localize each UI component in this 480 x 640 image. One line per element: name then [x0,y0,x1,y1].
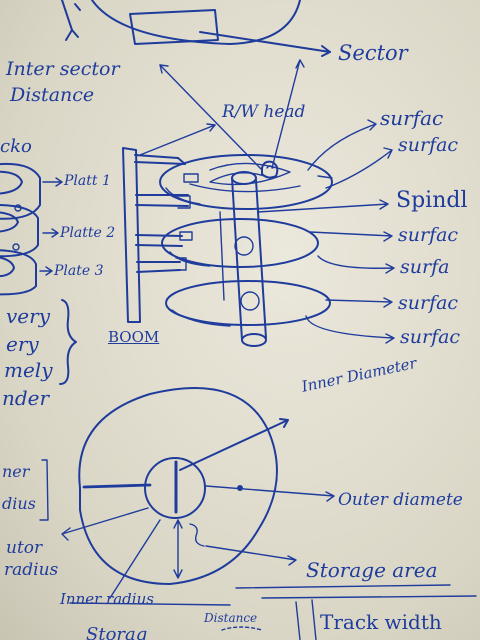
outer-radius-label-1: utor [6,538,43,558]
bottom-text: Storag [86,624,148,640]
inner-radius-label: Inner radius [60,590,154,608]
platter-label-2: Platte 2 [60,225,116,241]
inter-sector-label: Inter sector [6,58,120,80]
outer-diameter-label: Outer diamete [338,490,463,510]
platter-label-3: Plate 3 [54,263,104,279]
left-list-4: nder [2,386,50,410]
distance-label-bottom: Distance [204,611,258,625]
left-list-2: ery [6,332,39,356]
sector-label: Sector [338,41,408,65]
surface-arrows [257,119,395,344]
surface-label-5: surfac [398,292,459,314]
storage-area-label: Storage area [306,558,438,582]
top-platter-fragment [61,0,331,57]
platter-label-1: Platt 1 [64,173,111,189]
disk-assembly [122,147,333,347]
surface-label-6: surfac [400,326,461,348]
boom-label: BOOM [108,328,160,346]
surface-label-4: surfa [400,256,450,278]
left-list-1: very [6,304,50,328]
outer-radius-label-2: radius [4,560,59,580]
platter-stack-label: cko [0,136,32,157]
distance-label: Distance [10,84,95,106]
spindle-label: Spindl [396,188,468,213]
left-platter-stack [0,162,63,296]
rw-head-label: R/W head [222,102,306,122]
bracket-label-1: ner [2,462,30,481]
left-list-3: mely [4,358,53,382]
surface-label-1: surfac [380,106,444,130]
track-width-label: Track width [320,610,442,634]
bracket-label-2: dius [2,494,36,513]
storage-disk [39,387,335,599]
surface-label-2: surfac [398,134,459,156]
surface-label-3: surfac [398,224,459,246]
